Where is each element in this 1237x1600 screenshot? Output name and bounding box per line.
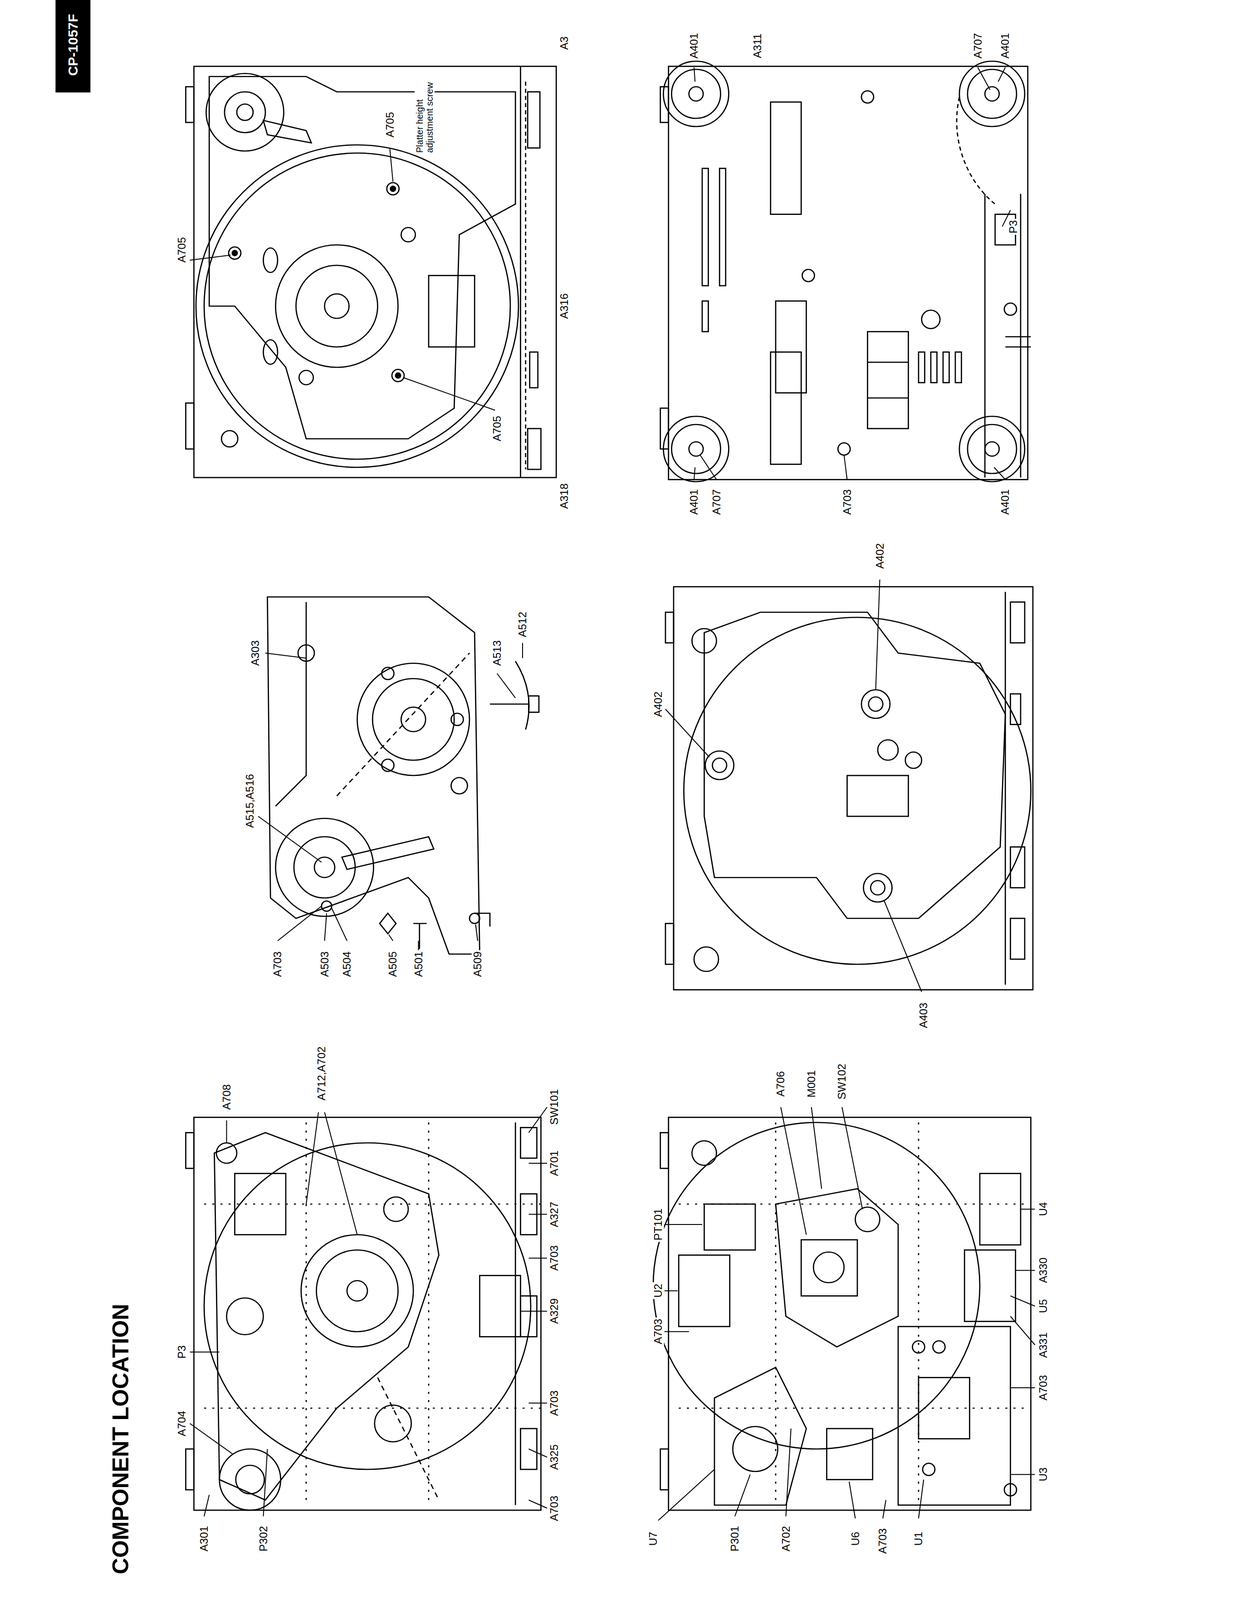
part-callout: A3 xyxy=(558,34,571,51)
part-callout: A311 xyxy=(751,32,763,60)
part-callout: A401 xyxy=(999,31,1012,60)
note: Platter height adjustment screw xyxy=(414,74,435,155)
part-callout: A402 xyxy=(873,542,886,571)
part-callout: A705 xyxy=(383,110,396,139)
page-title: COMPONENT LOCATION xyxy=(107,1302,133,1576)
part-callout: A504 xyxy=(341,950,353,979)
part-callout: A503 xyxy=(318,950,331,979)
part-callout: U5 xyxy=(1036,1298,1049,1316)
part-callout: M001 xyxy=(805,1068,818,1099)
part-callout: A401 xyxy=(688,31,700,60)
part-callout: U1 xyxy=(912,1530,925,1548)
part-callout: A327 xyxy=(548,1200,561,1229)
part-callout: A401 xyxy=(688,488,700,517)
part-callout: P302 xyxy=(257,1525,269,1554)
part-callout: A509 xyxy=(471,950,484,979)
part-callout: A701 xyxy=(548,1149,561,1178)
model-tab: CP-1057F xyxy=(63,11,81,79)
part-callout: U7 xyxy=(647,1530,660,1548)
part-callout: P301 xyxy=(728,1525,741,1554)
part-callout: U2 xyxy=(652,1282,665,1300)
part-callout: A703 xyxy=(1036,1373,1049,1403)
part-callout: A331 xyxy=(1036,1330,1049,1360)
part-callout: A512 xyxy=(516,610,529,639)
part-callout: A705 xyxy=(491,414,504,443)
part-callout: A703 xyxy=(840,488,853,517)
part-callout: A706 xyxy=(774,1069,787,1098)
part-callout: A329 xyxy=(548,1297,561,1326)
part-callout: A703 xyxy=(548,1244,561,1273)
part-callout: A703 xyxy=(652,1317,665,1346)
part-callout: A330 xyxy=(1036,1256,1049,1285)
part-callout: U4 xyxy=(1036,1201,1049,1218)
part-callout: PT101 xyxy=(652,1207,665,1243)
part-callout: SW101 xyxy=(548,1088,561,1127)
part-callout: A705 xyxy=(175,235,188,265)
part-callout: A402 xyxy=(652,689,665,719)
part-callout: A703 xyxy=(876,1526,889,1555)
part-callout: A703 xyxy=(548,1389,561,1418)
part-callout: A704 xyxy=(175,1409,188,1438)
part-callout: A303 xyxy=(249,639,261,668)
part-callout: SW102 xyxy=(836,1062,848,1102)
part-callout: A316 xyxy=(558,292,571,321)
part-callout: A702 xyxy=(779,1525,792,1554)
part-callout: A513 xyxy=(491,639,504,668)
part-callout: A707 xyxy=(971,31,984,60)
part-callout: A703 xyxy=(548,1494,561,1523)
part-callout: A707 xyxy=(710,488,723,517)
part-callout: A318 xyxy=(558,481,571,510)
part-callout: A301 xyxy=(198,1525,211,1554)
part-callout: U6 xyxy=(849,1530,861,1548)
part-callout: U3 xyxy=(1036,1466,1049,1484)
part-callout: A501 xyxy=(412,950,425,979)
part-callout: A515,A516 xyxy=(244,772,256,830)
part-callout: A712,A702 xyxy=(315,1045,328,1103)
part-callout: A703 xyxy=(271,950,284,979)
part-callout: P3 xyxy=(1007,218,1020,235)
part-callout: A403 xyxy=(917,1001,930,1030)
part-callout: A505 xyxy=(386,950,399,979)
part-callout: A708 xyxy=(220,1083,233,1112)
part-callout: P3 xyxy=(175,1344,188,1361)
part-callout: A401 xyxy=(999,488,1012,517)
part-callout: A325 xyxy=(548,1443,561,1472)
